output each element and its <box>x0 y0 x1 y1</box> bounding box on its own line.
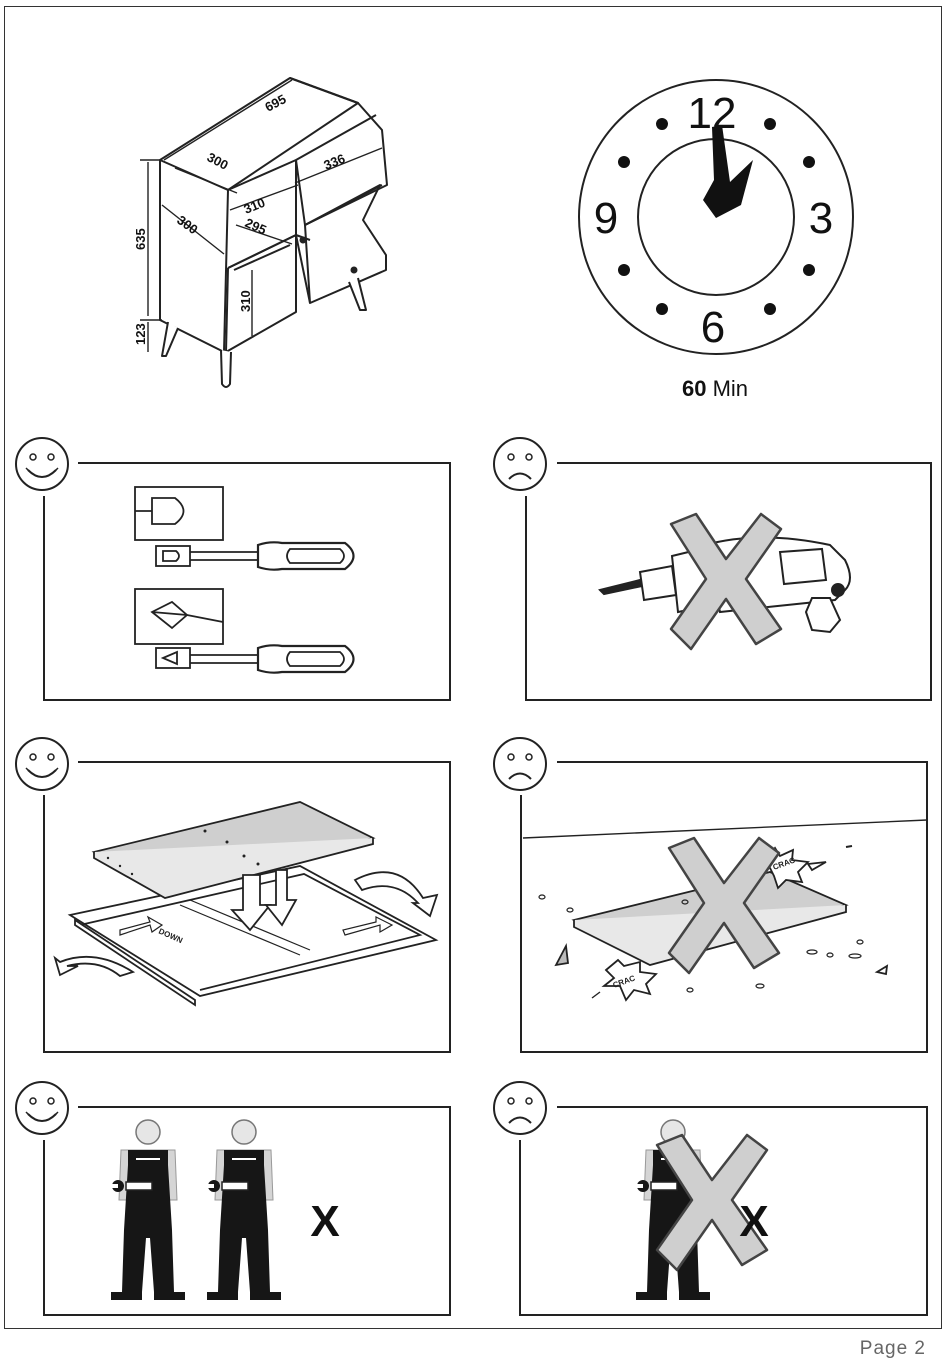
happy-face-icon <box>16 1082 68 1134</box>
worker-icon <box>111 1120 185 1300</box>
sad-face-icon <box>494 738 546 790</box>
board-on-sheet-illustration <box>55 802 437 1005</box>
dim-inner-top: 336 <box>322 151 348 173</box>
flat-screwdriver-icon <box>135 487 354 570</box>
assembly-time-unit: Min <box>713 376 748 401</box>
dim-depth-side: 300 <box>174 212 200 237</box>
phillips-screwdriver-icon <box>135 589 354 673</box>
dim-shelf-height: 310 <box>238 290 253 312</box>
sad-face-icon <box>494 438 546 490</box>
dim-depth-top: 300 <box>205 149 231 172</box>
happy-face-icon <box>16 438 68 490</box>
clock-number-6: 6 <box>701 303 725 352</box>
dim-body-height: 635 <box>133 228 148 250</box>
dimension-lines <box>140 80 382 352</box>
worker-icon <box>207 1120 281 1300</box>
page-number: Page 2 <box>860 1338 926 1360</box>
clock-number-3: 3 <box>809 194 833 243</box>
assembly-time-value: 60 <box>682 376 706 401</box>
assembly-time-label: 60 Min <box>640 376 790 402</box>
clock-number-12: 12 <box>688 89 737 138</box>
dim-leg-height: 123 <box>133 323 148 345</box>
one-person-mark: X <box>739 1197 768 1246</box>
clock-number-9: 9 <box>594 194 618 243</box>
two-people-mark: X <box>310 1197 339 1246</box>
sad-face-icon <box>494 1082 546 1134</box>
dim-width: 695 <box>262 91 288 114</box>
happy-face-icon <box>16 738 68 790</box>
